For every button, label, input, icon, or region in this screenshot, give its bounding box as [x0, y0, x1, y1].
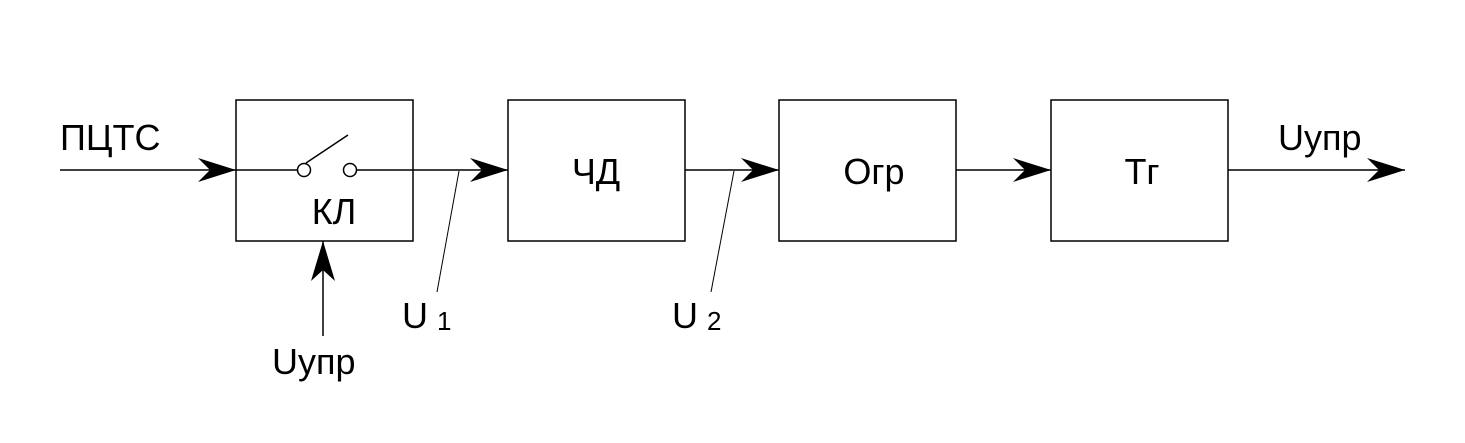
u2-leader-line	[710, 170, 735, 293]
control-arrowhead	[311, 241, 335, 281]
u1-subscript: 1	[437, 306, 451, 336]
u1-leader-line	[436, 170, 460, 293]
u1-label: U	[402, 295, 428, 336]
limiter-block	[778, 99, 957, 242]
input-arrowhead	[198, 158, 236, 182]
trigger-block	[1050, 99, 1229, 242]
output-signal-label: Uупр	[1278, 117, 1362, 158]
input-signal-label: ПЦТС	[60, 117, 161, 158]
arrowhead-trigger	[1013, 158, 1051, 182]
arrowhead-detector	[470, 158, 508, 182]
switch-contact-right	[342, 162, 358, 178]
u2-label: U	[672, 295, 698, 336]
control-signal-label: Uупр	[272, 341, 356, 382]
output-arrowhead	[1367, 158, 1405, 182]
detector-block-label: ЧД	[572, 151, 620, 192]
arrowhead-limiter	[741, 158, 779, 182]
switch-block-label: КЛ	[312, 191, 357, 232]
switch-lever	[305, 134, 349, 164]
switch-contact-left	[296, 162, 312, 178]
trigger-block-label: Тг	[1124, 151, 1159, 192]
limiter-block-label: Огр	[843, 151, 904, 192]
u2-subscript: 2	[707, 306, 721, 336]
detector-block	[507, 99, 686, 242]
